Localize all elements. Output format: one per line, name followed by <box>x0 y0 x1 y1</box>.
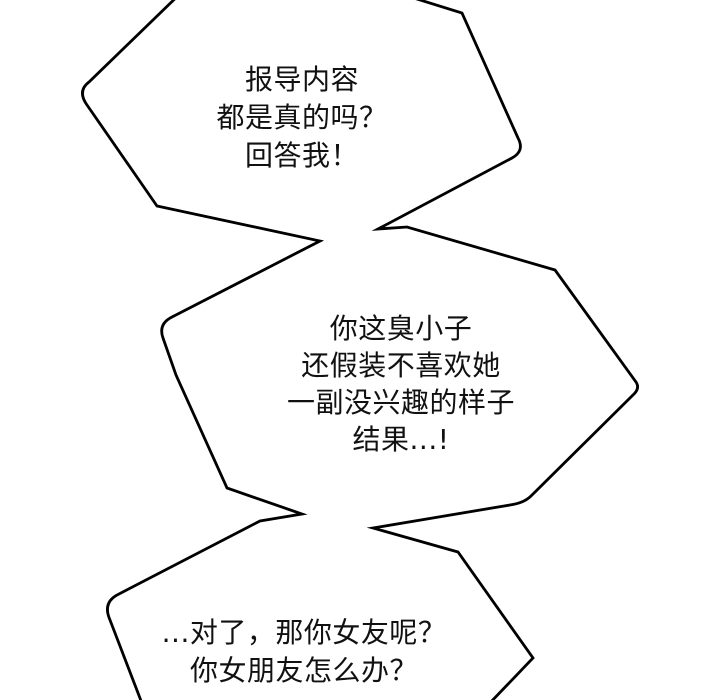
compound-shout-bubble-outline <box>81 0 639 700</box>
speech-line: 你女朋友怎么办？ <box>189 654 419 687</box>
speech-line: 报导内容 <box>244 63 360 96</box>
speech-line: 一副没兴趣的样子 <box>286 386 516 419</box>
speech-line: 都是真的吗？ <box>216 101 388 134</box>
top-bubble-text: 报导内容 都是真的吗？ 回答我！ <box>216 61 387 175</box>
speech-line: 还假装不喜欢她 <box>301 349 501 382</box>
middle-bubble-text: 你这臭小子 还假装不喜欢她 一副没兴趣的样子 结果...! <box>287 310 515 458</box>
speech-line: ...对了，那你女友呢？ <box>161 616 447 649</box>
bottom-bubble-text: ...对了，那你女友呢？ 你女朋友怎么办？ <box>162 614 447 690</box>
speech-line: 回答我！ <box>244 139 360 172</box>
speech-line: 结果...! <box>352 423 450 456</box>
speech-line: 你这臭小子 <box>329 312 473 345</box>
